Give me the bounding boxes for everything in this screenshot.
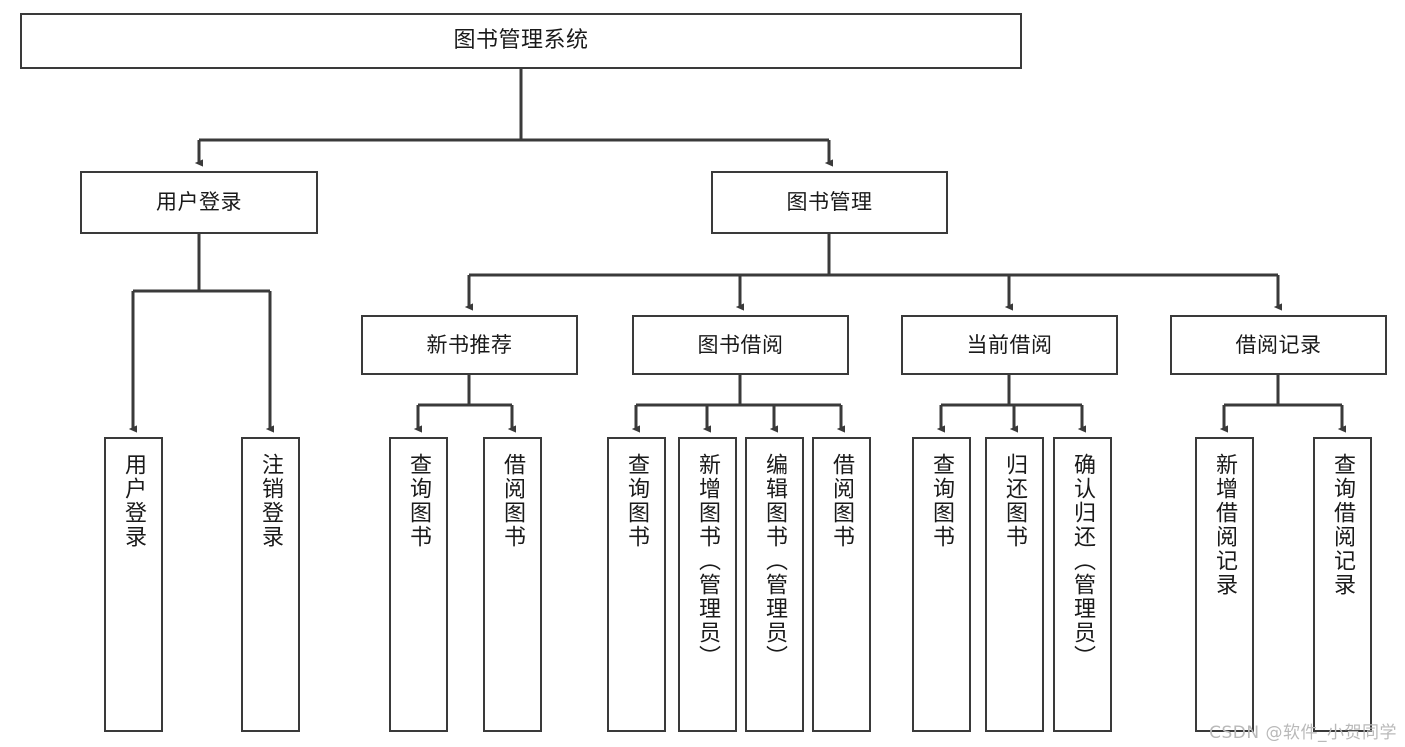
- node-label: 借阅记录: [1235, 332, 1322, 357]
- node-borrow-record[interactable]: 借阅记录: [1170, 315, 1387, 375]
- node-leaf-edit-book[interactable]: 编辑图书（管理员）: [745, 437, 804, 732]
- node-label: 确认归还（管理员）: [1070, 453, 1096, 669]
- node-leaf-query-book-recommend[interactable]: 查询图书: [389, 437, 448, 732]
- node-leaf-query-book-current[interactable]: 查询图书: [912, 437, 971, 732]
- node-new-book-recommend[interactable]: 新书推荐: [361, 315, 578, 375]
- node-leaf-query-borrow-record[interactable]: 查询借阅记录: [1313, 437, 1372, 732]
- node-label: 新增借阅记录: [1212, 453, 1238, 597]
- node-leaf-confirm-return[interactable]: 确认归还（管理员）: [1053, 437, 1112, 732]
- node-leaf-add-borrow-record[interactable]: 新增借阅记录: [1195, 437, 1254, 732]
- node-label: 新书推荐: [426, 332, 513, 357]
- node-leaf-user-login[interactable]: 用户登录: [104, 437, 163, 732]
- node-user-login[interactable]: 用户登录: [80, 171, 318, 234]
- node-label: 图书借阅: [697, 332, 784, 357]
- node-label: 查询图书: [624, 453, 650, 549]
- node-label: 借阅图书: [500, 453, 526, 549]
- node-label: 查询图书: [406, 453, 432, 549]
- node-book-borrow[interactable]: 图书借阅: [632, 315, 849, 375]
- node-leaf-return-book[interactable]: 归还图书: [985, 437, 1044, 732]
- node-current-borrow[interactable]: 当前借阅: [901, 315, 1118, 375]
- node-label: 图书管理: [786, 190, 873, 215]
- node-label: 新增图书（管理员）: [695, 453, 721, 669]
- node-label: 归还图书: [1002, 453, 1028, 549]
- node-leaf-borrow-book[interactable]: 借阅图书: [812, 437, 871, 732]
- node-root-system[interactable]: 图书管理系统: [20, 13, 1022, 69]
- node-label: 当前借阅: [966, 332, 1053, 357]
- node-label: 编辑图书（管理员）: [762, 453, 788, 669]
- node-label: 注销登录: [258, 453, 284, 549]
- node-leaf-user-logout[interactable]: 注销登录: [241, 437, 300, 732]
- node-leaf-query-book-borrow[interactable]: 查询图书: [607, 437, 666, 732]
- node-book-manage[interactable]: 图书管理: [711, 171, 948, 234]
- node-label: 查询借阅记录: [1330, 453, 1356, 597]
- node-label: 图书管理系统: [453, 28, 589, 54]
- node-leaf-add-book[interactable]: 新增图书（管理员）: [678, 437, 737, 732]
- watermark-text: CSDN @软件_小贺同学: [1209, 723, 1397, 743]
- node-leaf-borrow-book-recommend[interactable]: 借阅图书: [483, 437, 542, 732]
- node-label: 查询图书: [929, 453, 955, 549]
- node-label: 用户登录: [156, 190, 242, 215]
- node-label: 用户登录: [121, 453, 147, 549]
- node-label: 借阅图书: [829, 453, 855, 549]
